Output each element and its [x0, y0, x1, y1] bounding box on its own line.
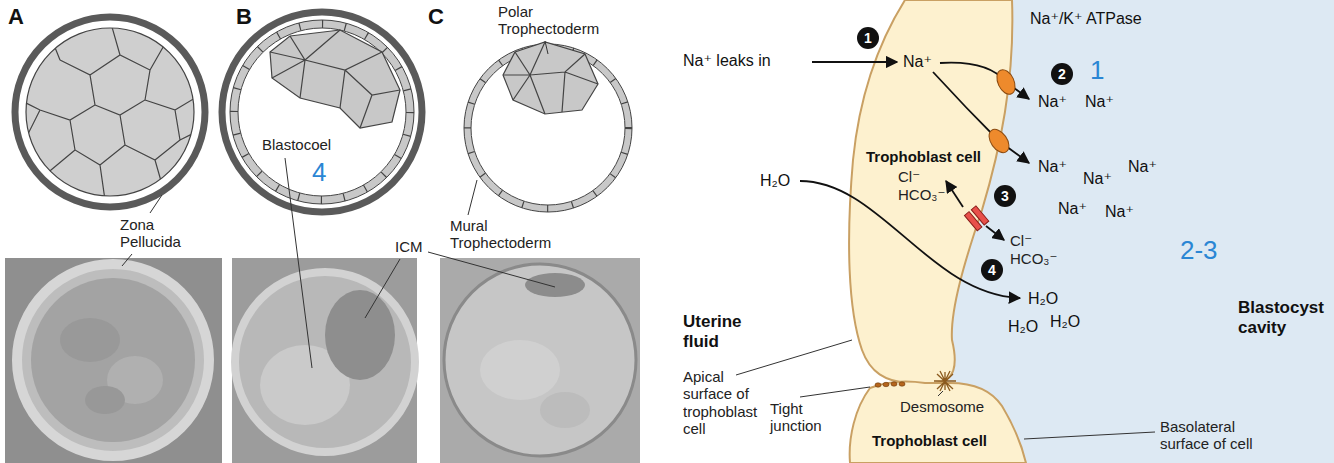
label-slot: Mural Trophectoderm [450, 217, 562, 252]
desmosome [934, 371, 956, 391]
label-slot: ICM [395, 238, 423, 255]
text-label: Na⁺ [903, 53, 932, 71]
na-k-atpase [985, 67, 1019, 156]
callout-number: 1 [1090, 56, 1104, 86]
label-slot: Zona Pellucida [120, 216, 192, 251]
panel-letter: B [236, 4, 252, 29]
label-slot: Na⁺ [1128, 158, 1157, 176]
label-slot: Blastocyst cavity [1238, 298, 1333, 337]
label-slot: Uterine fluid [683, 312, 763, 351]
label-slot: Cl⁻ [1010, 232, 1032, 249]
label-slot: H₂O [1008, 318, 1038, 336]
morula-drawing [15, 17, 205, 207]
label-slot: 4 [981, 259, 1003, 281]
label-slot: 1 [1090, 56, 1104, 86]
text-label: Desmosome [900, 398, 984, 415]
text-label: ICM [395, 238, 423, 255]
micrograph-b [232, 258, 417, 463]
callout-number: 3 [994, 185, 1016, 207]
callout-number: 4 [981, 259, 1003, 281]
cell-outline [830, 378, 1030, 463]
label-slot: Na⁺ [1058, 200, 1087, 218]
micrograph-c [440, 258, 640, 463]
region-label: Uterine fluid [683, 312, 763, 351]
text-label: Na⁺ [1128, 158, 1157, 176]
label-slot: Cl⁻ [898, 168, 920, 185]
panel-letter: C [428, 4, 444, 29]
text-label: H₂O [760, 172, 790, 190]
text-label: Blastocoel [262, 136, 331, 153]
cell-label: Trophoblast cell [866, 148, 981, 165]
label-slot: Na⁺ [1085, 93, 1114, 111]
callout-number: 2 [1051, 63, 1073, 85]
label-slot: 1 [857, 27, 879, 49]
label-slot: Na⁺ [1038, 158, 1067, 176]
label-slot: HCO₃⁻ [898, 186, 945, 203]
label-slot: Polar Trophectoderm [498, 3, 610, 38]
leader-lines [122, 41, 1155, 439]
text-label: H₂O [1008, 318, 1038, 336]
callout-number: 2-3 [1180, 236, 1218, 266]
label-slot: Basolateral surface of cell [1160, 418, 1285, 453]
label-slot: B [236, 4, 252, 29]
label-slot: H₂O [1028, 290, 1058, 308]
text-label: Na⁺ [1085, 93, 1114, 111]
text-label: Polar Trophectoderm [498, 3, 610, 38]
label-slot: H₂O [760, 172, 790, 190]
callout-number: 1 [857, 27, 879, 49]
label-slot: Na⁺/K⁺ ATPase [1030, 10, 1142, 28]
label-slot: 3 [994, 185, 1016, 207]
text-label: Apical surface of trophoblast cell [683, 368, 773, 437]
text-label: Cl⁻ [898, 168, 920, 185]
panel-letter: A [8, 4, 24, 29]
text-label: HCO₃⁻ [898, 186, 945, 203]
label-slot: 4 [312, 158, 326, 188]
early-blastocyst-drawing [222, 12, 422, 212]
label-slot: 2 [1051, 63, 1073, 85]
label-slot: 2-3 [1180, 236, 1218, 266]
text-label: Na⁺ [1083, 170, 1112, 188]
label-slot: H₂O [1050, 313, 1080, 331]
text-label: Na⁺ [1038, 93, 1067, 111]
cell-label: Trophoblast cell [872, 432, 987, 449]
anion-channel [964, 206, 988, 231]
label-slot: Blastocoel [262, 136, 331, 153]
text-label: Mural Trophectoderm [450, 217, 562, 252]
text-label: Tight junction [770, 400, 840, 435]
text-label: Zona Pellucida [120, 216, 192, 251]
transport-arrows [800, 62, 1029, 298]
label-slot: HCO₃⁻ [1010, 250, 1057, 267]
text-label: Na⁺ [1105, 203, 1134, 221]
trophoblast-cell: Trophoblast cell [830, 378, 1030, 463]
label-slot: C [428, 4, 444, 29]
label-slot: Na⁺ leaks in [683, 52, 771, 70]
label-slot: Na⁺ [1105, 203, 1134, 221]
label-slot: Desmosome [900, 398, 984, 415]
blastocyst-drawing [464, 42, 632, 212]
text-label: H₂O [1050, 313, 1080, 331]
callout-number: 4 [312, 158, 326, 188]
label-slot: A [8, 4, 24, 29]
text-label: HCO₃⁻ [1010, 250, 1057, 267]
text-label: Na⁺ [1058, 200, 1087, 218]
text-label: Na⁺ leaks in [683, 52, 771, 70]
label-slot: Na⁺ [903, 53, 932, 71]
label-slot: Tight junction [770, 400, 840, 435]
text-label: Na⁺ [1038, 158, 1067, 176]
tight-junction [875, 382, 905, 387]
region-label: Blastocyst cavity [1238, 298, 1333, 337]
text-label: H₂O [1028, 290, 1058, 308]
label-slot: Na⁺ [1038, 93, 1067, 111]
text-label: Basolateral surface of cell [1160, 418, 1285, 453]
label-slot: Apical surface of trophoblast cell [683, 368, 773, 437]
text-label: Na⁺/K⁺ ATPase [1030, 10, 1142, 28]
text-label: Cl⁻ [1010, 232, 1032, 249]
micrograph-a [5, 258, 222, 463]
label-slot: Na⁺ [1083, 170, 1112, 188]
